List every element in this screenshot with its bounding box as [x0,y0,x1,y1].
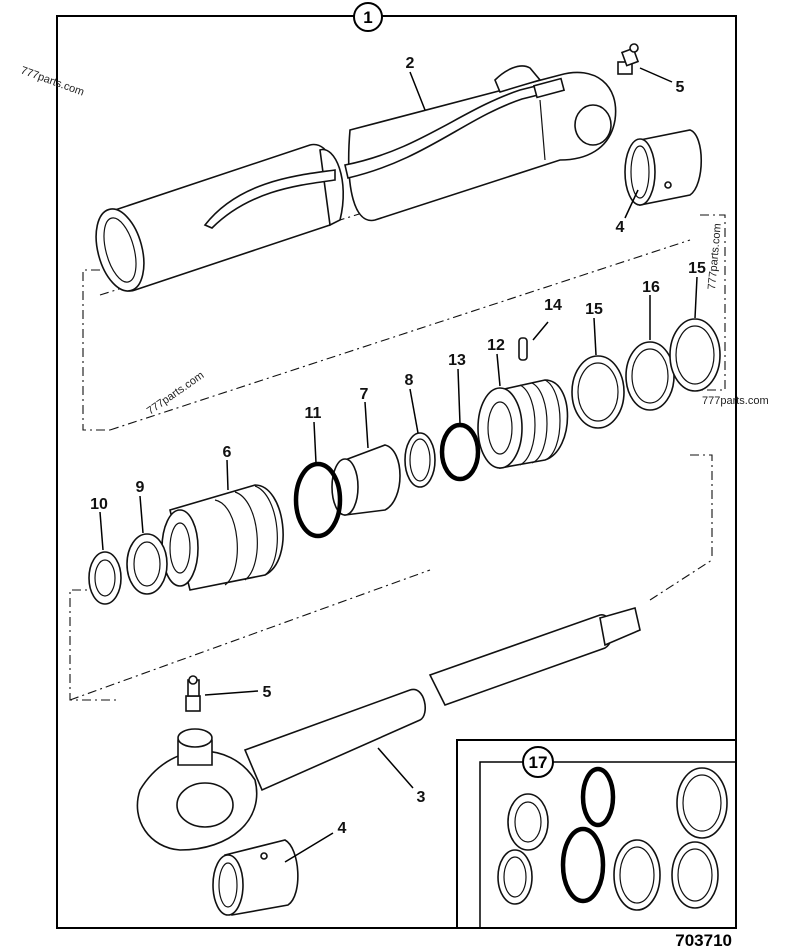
callout-leaders [99,67,698,863]
gland [161,484,284,591]
callout-6: 6 [223,444,232,461]
callout-14: 14 [544,297,562,314]
cylinder-barrel [95,65,617,292]
grease-nipple-lower [185,675,201,712]
callout-15-right: 15 [688,260,706,277]
kit-number-badge: 17 [522,746,554,778]
spacer [331,444,401,516]
drawing-number: 703710 [675,931,732,949]
watermark-right-vertical: 777parts.com [706,223,724,290]
callout-13: 13 [448,352,466,369]
assembly-number-badge: 1 [353,2,383,32]
callout-3: 3 [417,789,426,806]
kit-number: 17 [529,753,548,772]
assembly-frame [56,15,737,929]
bush-upper [624,129,703,206]
o-ring-13 [439,422,481,482]
roll-pin [518,337,528,361]
assembly-number: 1 [363,8,372,27]
callout-labels: 2 5 4 15 16 15 14 12 13 8 7 11 6 9 10 5 … [90,55,706,837]
callout-8: 8 [405,372,414,389]
kit-17-contents [497,766,728,911]
seal-ring-16 [625,341,675,411]
callout-16: 16 [642,279,660,296]
rod-seal-9 [126,533,168,595]
wear-ring-15b [669,318,721,392]
o-ring-11 [293,461,343,539]
kit-inner-frame [479,761,737,929]
watermark-right: 777parts.com [702,395,769,407]
circlip [404,432,436,488]
callout-5-lower: 5 [263,684,272,701]
piston [477,379,569,469]
callout-5-upper: 5 [676,79,685,96]
callout-9: 9 [136,479,145,496]
callout-2: 2 [406,55,415,72]
callout-15-left: 15 [585,301,603,318]
watermark-top-left: 777parts.com [19,65,86,99]
callout-4-upper: 4 [616,219,625,236]
piston-rod [136,606,641,851]
bush-lower [212,839,299,916]
watermark-middle: 777parts.com [145,369,206,417]
wiper-seal-10 [88,551,122,605]
callout-10: 10 [90,496,108,513]
wear-ring-15a [571,355,625,429]
callout-4-lower: 4 [338,820,347,837]
grease-nipple-upper [617,43,640,75]
callout-7: 7 [360,386,369,403]
callout-11: 11 [305,405,322,422]
callout-12: 12 [487,337,505,354]
